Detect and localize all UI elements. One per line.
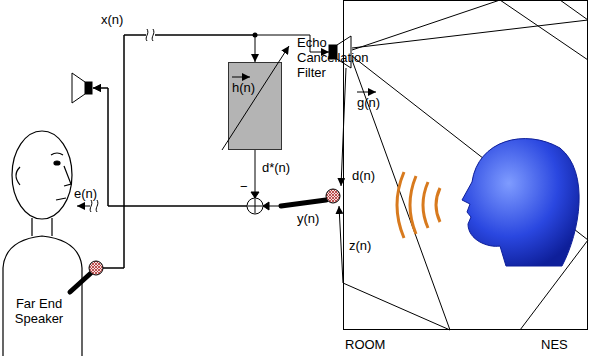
far-end-person bbox=[16, 167, 20, 185]
far-end-person bbox=[3, 236, 82, 356]
adaptation-arrow bbox=[222, 46, 289, 150]
vector-arrow bbox=[232, 77, 250, 78]
signal-name: d(n) bbox=[351, 168, 376, 183]
person-label: NES bbox=[540, 337, 569, 352]
far-end-microphone bbox=[89, 261, 103, 275]
room-microphone bbox=[281, 200, 326, 206]
signal-name: e(n) bbox=[73, 186, 98, 201]
room-reflections bbox=[352, 0, 588, 60]
filter-title: Echo Cancellation Filter bbox=[297, 35, 371, 80]
summing-junction bbox=[263, 202, 269, 210]
sound-waves bbox=[397, 172, 404, 238]
line-break-mark bbox=[146, 29, 155, 41]
far-end-microphone bbox=[70, 261, 103, 292]
sound-waves bbox=[423, 182, 428, 228]
summing-junction bbox=[251, 192, 259, 198]
far-end-microphone bbox=[70, 273, 91, 292]
far-end-person bbox=[3, 131, 82, 356]
summing-junction bbox=[247, 192, 269, 214]
room-box: ROOM bbox=[343, 0, 588, 330]
signal-name: g(n) bbox=[356, 95, 381, 110]
signal-name: y(n) bbox=[296, 211, 320, 226]
filter-box: h(n)Echo Cancellation Filter bbox=[228, 62, 282, 150]
figure-caption: Far End Speaker bbox=[8, 296, 70, 326]
far-end-loudspeaker bbox=[72, 73, 92, 103]
summing-junction bbox=[248, 206, 262, 207]
far-end-loudspeaker bbox=[85, 82, 92, 94]
far-end-speaker-figure: Far End Speaker bbox=[2, 70, 103, 354]
far-end-person bbox=[12, 131, 72, 219]
e-output-stub bbox=[77, 206, 90, 207]
junction-dot bbox=[253, 33, 258, 38]
sound-waves bbox=[436, 188, 440, 222]
signal-connector bbox=[103, 35, 329, 268]
e-output-stub bbox=[77, 206, 90, 207]
room-reflections bbox=[352, 56, 588, 330]
line-break-mark bbox=[90, 200, 99, 212]
far-end-person bbox=[54, 161, 60, 165]
vector-arrow bbox=[232, 77, 376, 92]
signal-name: x(n) bbox=[100, 12, 124, 27]
filter-symbol: h(n) bbox=[232, 80, 255, 95]
signal-name: d*(n) bbox=[261, 160, 291, 175]
near-end-speaker-head bbox=[462, 139, 579, 266]
room-reflections bbox=[339, 0, 588, 330]
room-microphone bbox=[281, 189, 340, 206]
sound-waves bbox=[410, 176, 416, 234]
room-label: ROOM bbox=[345, 337, 385, 352]
vector-arrow bbox=[357, 92, 376, 93]
signal-name: z(n) bbox=[348, 238, 372, 253]
summing-junction bbox=[247, 198, 263, 214]
far-end-person bbox=[56, 198, 66, 200]
room-reflections bbox=[339, 60, 450, 330]
near-end-speaker-head bbox=[462, 139, 579, 266]
line-break-mark bbox=[90, 29, 155, 212]
far-end-person bbox=[32, 218, 52, 236]
line-break-mark bbox=[90, 200, 98, 212]
far-end-person bbox=[64, 166, 71, 186]
far-end-loudspeaker bbox=[72, 73, 85, 103]
sound-waves bbox=[397, 172, 440, 238]
line-break-mark bbox=[146, 29, 154, 41]
adaptation-arrow bbox=[222, 46, 289, 150]
sign-symbol: − bbox=[239, 179, 249, 194]
room-microphone bbox=[326, 189, 340, 203]
room-reflections bbox=[352, 0, 588, 48]
junction-dot bbox=[253, 33, 258, 38]
far-end-person bbox=[51, 153, 63, 155]
